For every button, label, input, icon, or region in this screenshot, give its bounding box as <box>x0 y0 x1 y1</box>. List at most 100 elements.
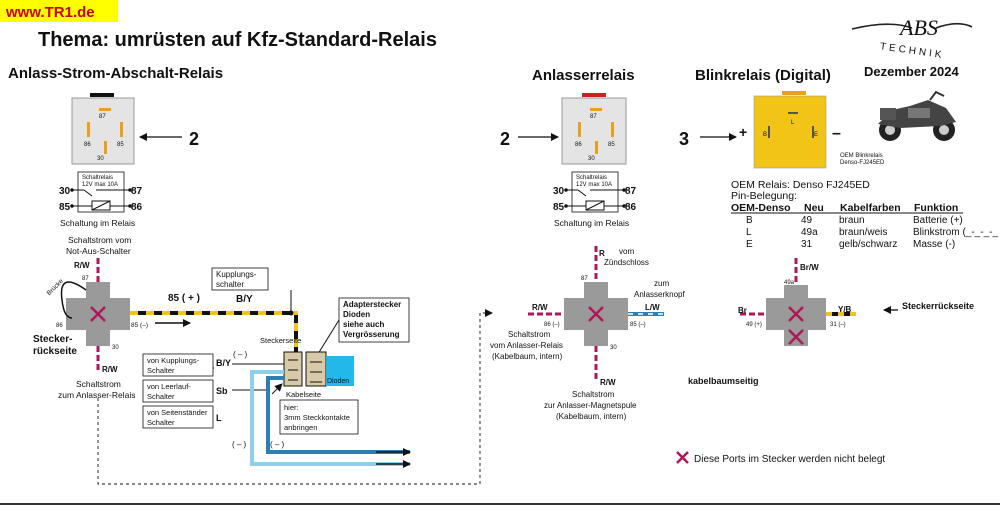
source-box-kupplung <box>142 353 214 377</box>
svg-text:86: 86 <box>56 323 63 329</box>
svg-text:Schaltstrom vom: Schaltstrom vom <box>68 235 131 245</box>
left-relay: 87 86 85 30 <box>71 93 135 165</box>
site-name: www.TR1.de <box>5 4 95 21</box>
svg-text:B: B <box>746 215 753 226</box>
svg-text:Diese Ports im Stecker werden: Diese Ports im Stecker werden nicht bele… <box>694 454 885 465</box>
svg-text:85 ( + ): 85 ( + ) <box>168 293 200 304</box>
svg-text:Schaltung im Relais: Schaltung im Relais <box>554 218 629 228</box>
svg-text:49 (+): 49 (+) <box>746 322 762 328</box>
svg-text:R/W: R/W <box>102 365 118 374</box>
svg-text:Dioden: Dioden <box>327 378 349 385</box>
svg-text:Not-Aus-Schalter: Not-Aus-Schalter <box>66 246 131 256</box>
svg-text:86 (–): 86 (–) <box>544 322 560 328</box>
svg-text:R/W: R/W <box>600 378 616 387</box>
svg-text:braun/weis: braun/weis <box>839 227 887 238</box>
svg-text:Vergrösserung: Vergrösserung <box>343 330 400 339</box>
logo-abs: ABS <box>898 15 938 40</box>
left-relay-pin-87: 87 <box>99 114 106 120</box>
middle-heading: Anlasserrelais <box>532 67 635 84</box>
svg-text:Stecker-: Stecker- <box>33 334 72 345</box>
svg-text:Kabelseite: Kabelseite <box>286 390 321 399</box>
svg-text:Zündschloss: Zündschloss <box>604 258 649 267</box>
blinker-number: 3 <box>679 129 689 149</box>
left-relay-pin-86: 86 <box>84 142 91 148</box>
svg-text:Blinkstrom (_-_-_-_: Blinkstrom (_-_-_-_ <box>913 227 998 238</box>
abs-technik-logo: ABS TECHNIK <box>851 15 973 61</box>
svg-text:87: 87 <box>581 276 588 282</box>
svg-text:Kupplungs-: Kupplungs- <box>216 270 257 279</box>
svg-text:von Leerlauf-: von Leerlauf- <box>147 382 191 391</box>
svg-text:Schalter: Schalter <box>147 366 175 375</box>
site-badge <box>0 0 118 22</box>
pin-table: OEM-Denso Neu Kabelfarben Funktion B 49 … <box>731 202 998 250</box>
svg-text:Adapterstecker: Adapterstecker <box>343 300 401 309</box>
legend: Diese Ports im Stecker werden nicht bele… <box>676 451 885 465</box>
svg-text:Steckerrückseite: Steckerrückseite <box>902 301 974 311</box>
dashed-link <box>97 309 493 485</box>
svg-text:( – ): ( – ) <box>232 440 247 449</box>
left-relay-number: 2 <box>189 129 199 149</box>
svg-text:Br: Br <box>738 306 747 315</box>
svg-text:L: L <box>746 227 752 238</box>
svg-text:schalter: schalter <box>216 280 244 289</box>
svg-text:zur Anlasser-Magnetspule: zur Anlasser-Magnetspule <box>544 401 637 410</box>
svg-text:85 (–): 85 (–) <box>630 322 646 328</box>
svg-text:siehe auch: siehe auch <box>343 320 384 329</box>
svg-text:vom: vom <box>619 247 634 256</box>
svg-text:Schaltstrom: Schaltstrom <box>572 390 615 399</box>
svg-text:B/Y: B/Y <box>236 294 253 305</box>
svg-text:R/W: R/W <box>74 261 90 270</box>
svg-text:OEM Blinkrelais: OEM Blinkrelais <box>840 153 883 159</box>
svg-text:30: 30 <box>59 186 71 197</box>
svg-text:Schalter: Schalter <box>147 418 175 427</box>
svg-text:hier:: hier: <box>284 403 299 412</box>
svg-text:30: 30 <box>610 345 617 351</box>
svg-text:Sb: Sb <box>216 386 228 396</box>
svg-text:85: 85 <box>59 202 71 213</box>
svg-text:86: 86 <box>575 142 582 148</box>
logo-technik: TECHNIK <box>879 41 945 61</box>
svg-text:Schaltrelais: Schaltrelais <box>82 175 113 181</box>
svg-text:OEM Relais: Denso FJ245ED: OEM Relais: Denso FJ245ED <box>731 179 870 191</box>
svg-text:Br/W: Br/W <box>800 263 819 272</box>
svg-text:B/Y: B/Y <box>216 358 231 368</box>
svg-text:49a: 49a <box>801 227 818 238</box>
svg-text:von Kupplungs-: von Kupplungs- <box>147 356 200 365</box>
svg-text:braun: braun <box>839 215 865 226</box>
svg-text:Y/B: Y/B <box>838 305 852 314</box>
svg-text:31: 31 <box>801 239 813 250</box>
right-heading: Blinkrelais (Digital) <box>695 67 831 84</box>
svg-text:87: 87 <box>625 186 637 197</box>
left-heading: Anlass-Strom-Abschalt-Relais <box>8 65 223 82</box>
svg-text:49a: 49a <box>784 280 795 286</box>
svg-text:Neu: Neu <box>804 202 824 214</box>
left-relay-schema: Schaltrelais 12V max 10A 30 85 87 86 Sch… <box>59 171 143 228</box>
svg-text:( – ): ( – ) <box>233 350 248 359</box>
svg-text:E: E <box>814 132 818 138</box>
svg-text:30: 30 <box>112 345 119 351</box>
svg-text:Schaltstrom: Schaltstrom <box>76 379 121 389</box>
svg-text:30: 30 <box>588 156 595 162</box>
kupplungsschalter-box <box>211 267 269 291</box>
svg-text:87: 87 <box>131 186 143 197</box>
svg-text:L/W: L/W <box>645 303 660 312</box>
svg-text:+: + <box>739 124 747 140</box>
svg-text:E: E <box>746 239 753 250</box>
svg-text:R/W: R/W <box>532 303 548 312</box>
svg-text:12V max 10A: 12V max 10A <box>82 182 118 188</box>
svg-text:L: L <box>791 120 795 126</box>
blinker-relay <box>753 91 827 169</box>
svg-text:Kabelfarben: Kabelfarben <box>840 202 901 214</box>
svg-text:87: 87 <box>590 114 597 120</box>
cross-icon <box>676 451 689 464</box>
svg-text:12V max 10A: 12V max 10A <box>576 182 612 188</box>
blue-wires <box>250 370 410 466</box>
svg-text:vom Anlasser-Relais: vom Anlasser-Relais <box>490 341 563 350</box>
blinker-connector <box>740 258 856 346</box>
svg-text:87: 87 <box>82 276 89 282</box>
svg-text:Schaltstrom: Schaltstrom <box>508 330 551 339</box>
motorcycle-icon <box>878 90 956 141</box>
svg-text:gelb/schwarz: gelb/schwarz <box>839 239 897 250</box>
